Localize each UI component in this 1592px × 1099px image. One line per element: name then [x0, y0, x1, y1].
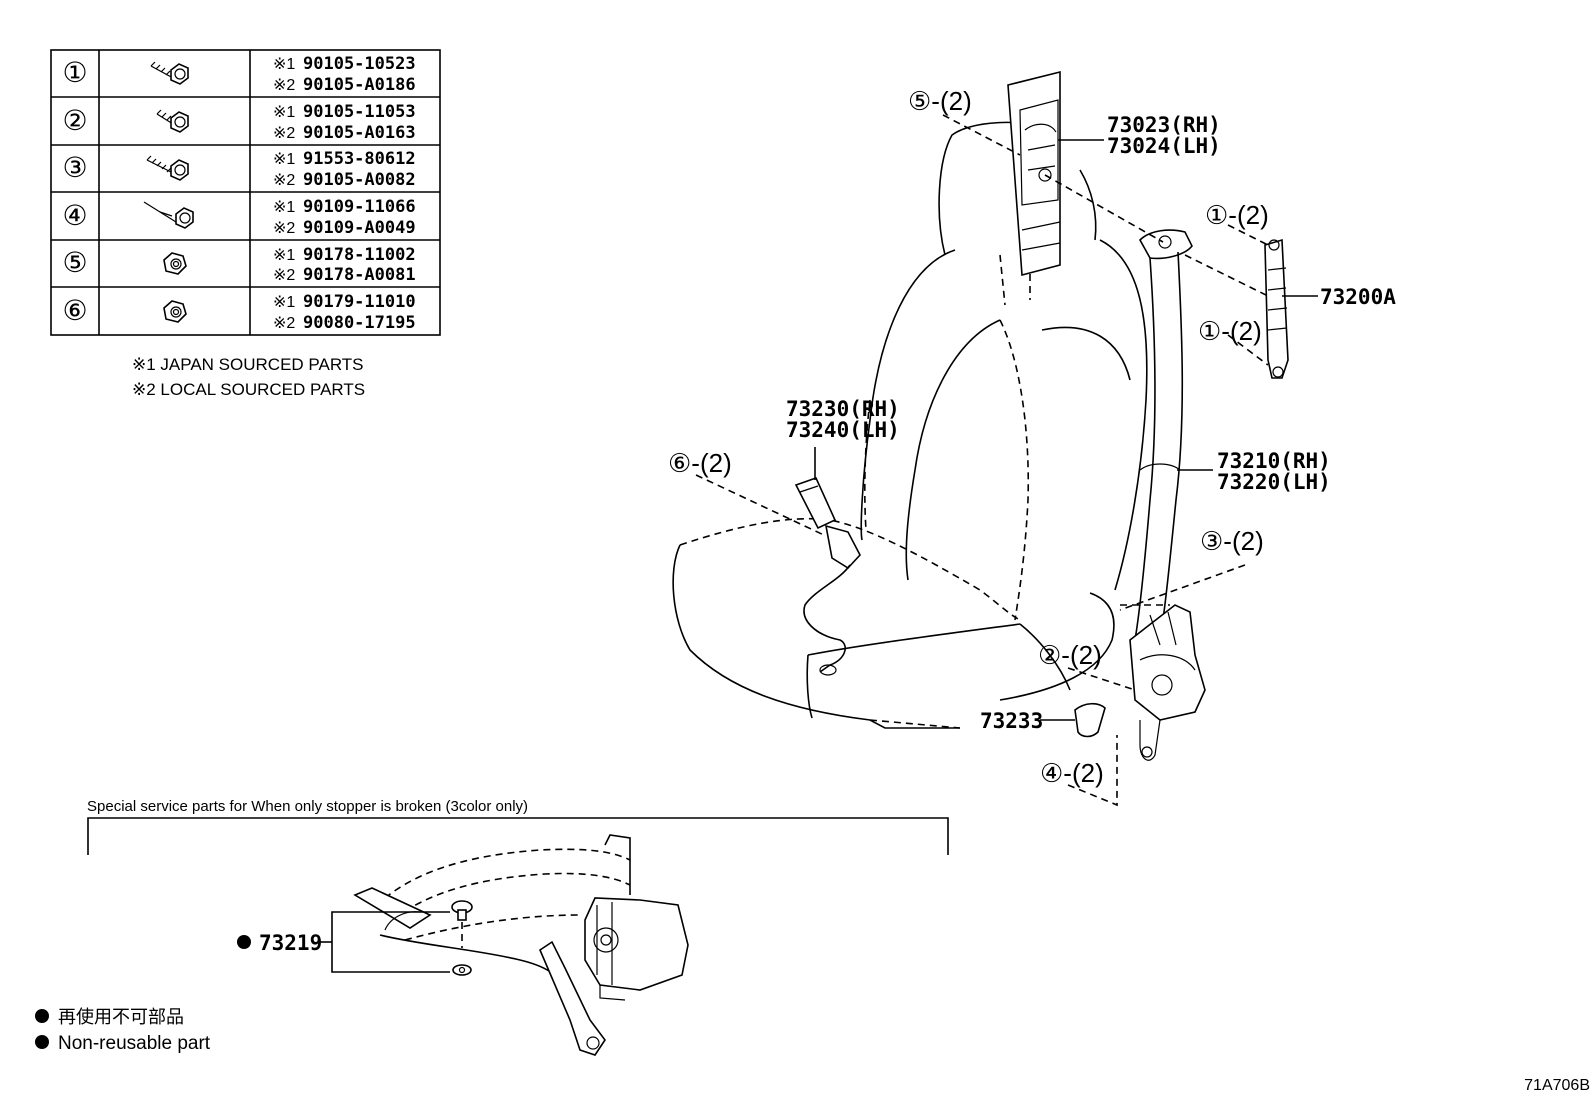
callout-2: ②-(2)	[1038, 640, 1102, 670]
leader-lines	[695, 114, 1318, 807]
svg-text:90105-A0186: 90105-A0186	[303, 75, 416, 95]
legend: 再使用不可部品 Non-reusable part	[35, 1007, 211, 1054]
drawing-id: 71A706B	[1524, 1077, 1590, 1094]
part-73220: 73220(LH)	[1217, 470, 1331, 494]
part-numbers: 73023(RH) 73024(LH) 73200A 73230(RH) 732…	[786, 113, 1396, 733]
row-number: ②	[62, 105, 87, 136]
table-row: ② ※1 90105-11053 ※2 90105-A0163	[62, 102, 415, 143]
row-number: ⑥	[62, 295, 87, 326]
callout-3: ③-(2)	[1200, 526, 1264, 556]
part-73210: 73210(RH)	[1217, 449, 1331, 473]
seat-illustration	[672, 121, 1148, 729]
legend-english: Non-reusable part	[58, 1033, 211, 1054]
svg-text:※1: ※1	[273, 247, 295, 264]
svg-text:90105-A0082: 90105-A0082	[303, 170, 416, 190]
pillar-cover	[1007, 70, 1061, 277]
legend-japanese: 再使用不可部品	[58, 1007, 184, 1028]
svg-text:※2: ※2	[273, 267, 295, 284]
seat-belt-buckle	[794, 477, 861, 676]
special-service-title: Special service parts for When only stop…	[87, 798, 528, 815]
table-row: ⑥ ※1 90179-11010 ※2 90080-17195	[62, 292, 415, 333]
svg-text:※2: ※2	[273, 220, 295, 237]
svg-text:※1: ※1	[273, 294, 295, 311]
nut-icon	[163, 300, 187, 323]
table-row: ④ ※1 90109-11066 ※2 90109-A0049	[62, 197, 415, 238]
svg-text:※1: ※1	[273, 56, 295, 73]
legend-dot-icon	[35, 1035, 49, 1049]
row-number: ①	[62, 57, 87, 88]
svg-text:90080-17195: 90080-17195	[303, 313, 416, 333]
callout-5: ⑤-(2)	[908, 86, 972, 116]
part-73023: 73023(RH)	[1107, 113, 1221, 137]
part-73219: 73219	[259, 931, 322, 955]
bolt-icon	[143, 201, 194, 229]
svg-text:※2: ※2	[273, 77, 295, 94]
table-row: ⑤ ※1 90178-11002 ※2 90178-A0081	[62, 245, 415, 285]
note-japan-sourced: ※1 JAPAN SOURCED PARTS	[132, 355, 364, 374]
callout-labels: ⑤-(2) ①-(2) ①-(2) ⑥-(2) ③-(2) ②-(2) ④-(2…	[668, 86, 1269, 788]
row-number: ③	[62, 152, 87, 183]
bolt-icon	[146, 155, 189, 181]
table-row: ③ ※1 91553-80612 ※2 90105-A0082	[62, 149, 415, 190]
nut-icon	[163, 252, 187, 275]
svg-text:90179-11010: 90179-11010	[303, 292, 416, 312]
non-reusable-marker-icon	[237, 935, 251, 949]
note-local-sourced: ※2 LOCAL SOURCED PARTS	[132, 380, 365, 399]
anchor-cover	[1074, 702, 1106, 738]
svg-text:※2: ※2	[273, 172, 295, 189]
special-service-section: Special service parts for When only stop…	[87, 798, 949, 1056]
row-number: ⑤	[62, 247, 87, 278]
legend-dot-icon	[35, 1009, 49, 1023]
bolt-icon	[156, 109, 189, 133]
callout-1-upper: ①-(2)	[1205, 200, 1269, 230]
svg-text:90109-A0049: 90109-A0049	[303, 218, 416, 238]
fastener-table: ① ※1 90105-10523 ※2 90105-A0186 ② ※1 901…	[50, 49, 441, 336]
svg-text:90178-11002: 90178-11002	[303, 245, 416, 265]
svg-text:90178-A0081: 90178-A0081	[303, 265, 416, 285]
bolt-icon	[150, 61, 189, 85]
svg-text:90105-11053: 90105-11053	[303, 102, 416, 122]
svg-text:※2: ※2	[273, 315, 295, 332]
part-73230: 73230(RH)	[786, 397, 900, 421]
part-73240: 73240(LH)	[786, 418, 900, 442]
svg-text:※1: ※1	[273, 151, 295, 168]
svg-text:※1: ※1	[273, 199, 295, 216]
svg-text:※1: ※1	[273, 104, 295, 121]
seat-belt-illustration	[1129, 229, 1206, 761]
row-number: ④	[62, 200, 87, 231]
stopper-detail	[320, 834, 689, 1056]
svg-text:90105-10523: 90105-10523	[303, 54, 416, 74]
part-73200A: 73200A	[1320, 285, 1396, 309]
callout-6: ⑥-(2)	[668, 448, 732, 478]
svg-text:※2: ※2	[273, 125, 295, 142]
svg-text:90109-11066: 90109-11066	[303, 197, 416, 217]
table-row: ① ※1 90105-10523 ※2 90105-A0186	[62, 54, 415, 95]
svg-text:90105-A0163: 90105-A0163	[303, 123, 416, 143]
height-adjuster	[1264, 238, 1289, 379]
svg-text:91553-80612: 91553-80612	[303, 149, 416, 169]
callout-4: ④-(2)	[1040, 758, 1104, 788]
callout-1-lower: ①-(2)	[1198, 316, 1262, 346]
part-73233: 73233	[980, 709, 1043, 733]
part-73024: 73024(LH)	[1107, 134, 1221, 158]
